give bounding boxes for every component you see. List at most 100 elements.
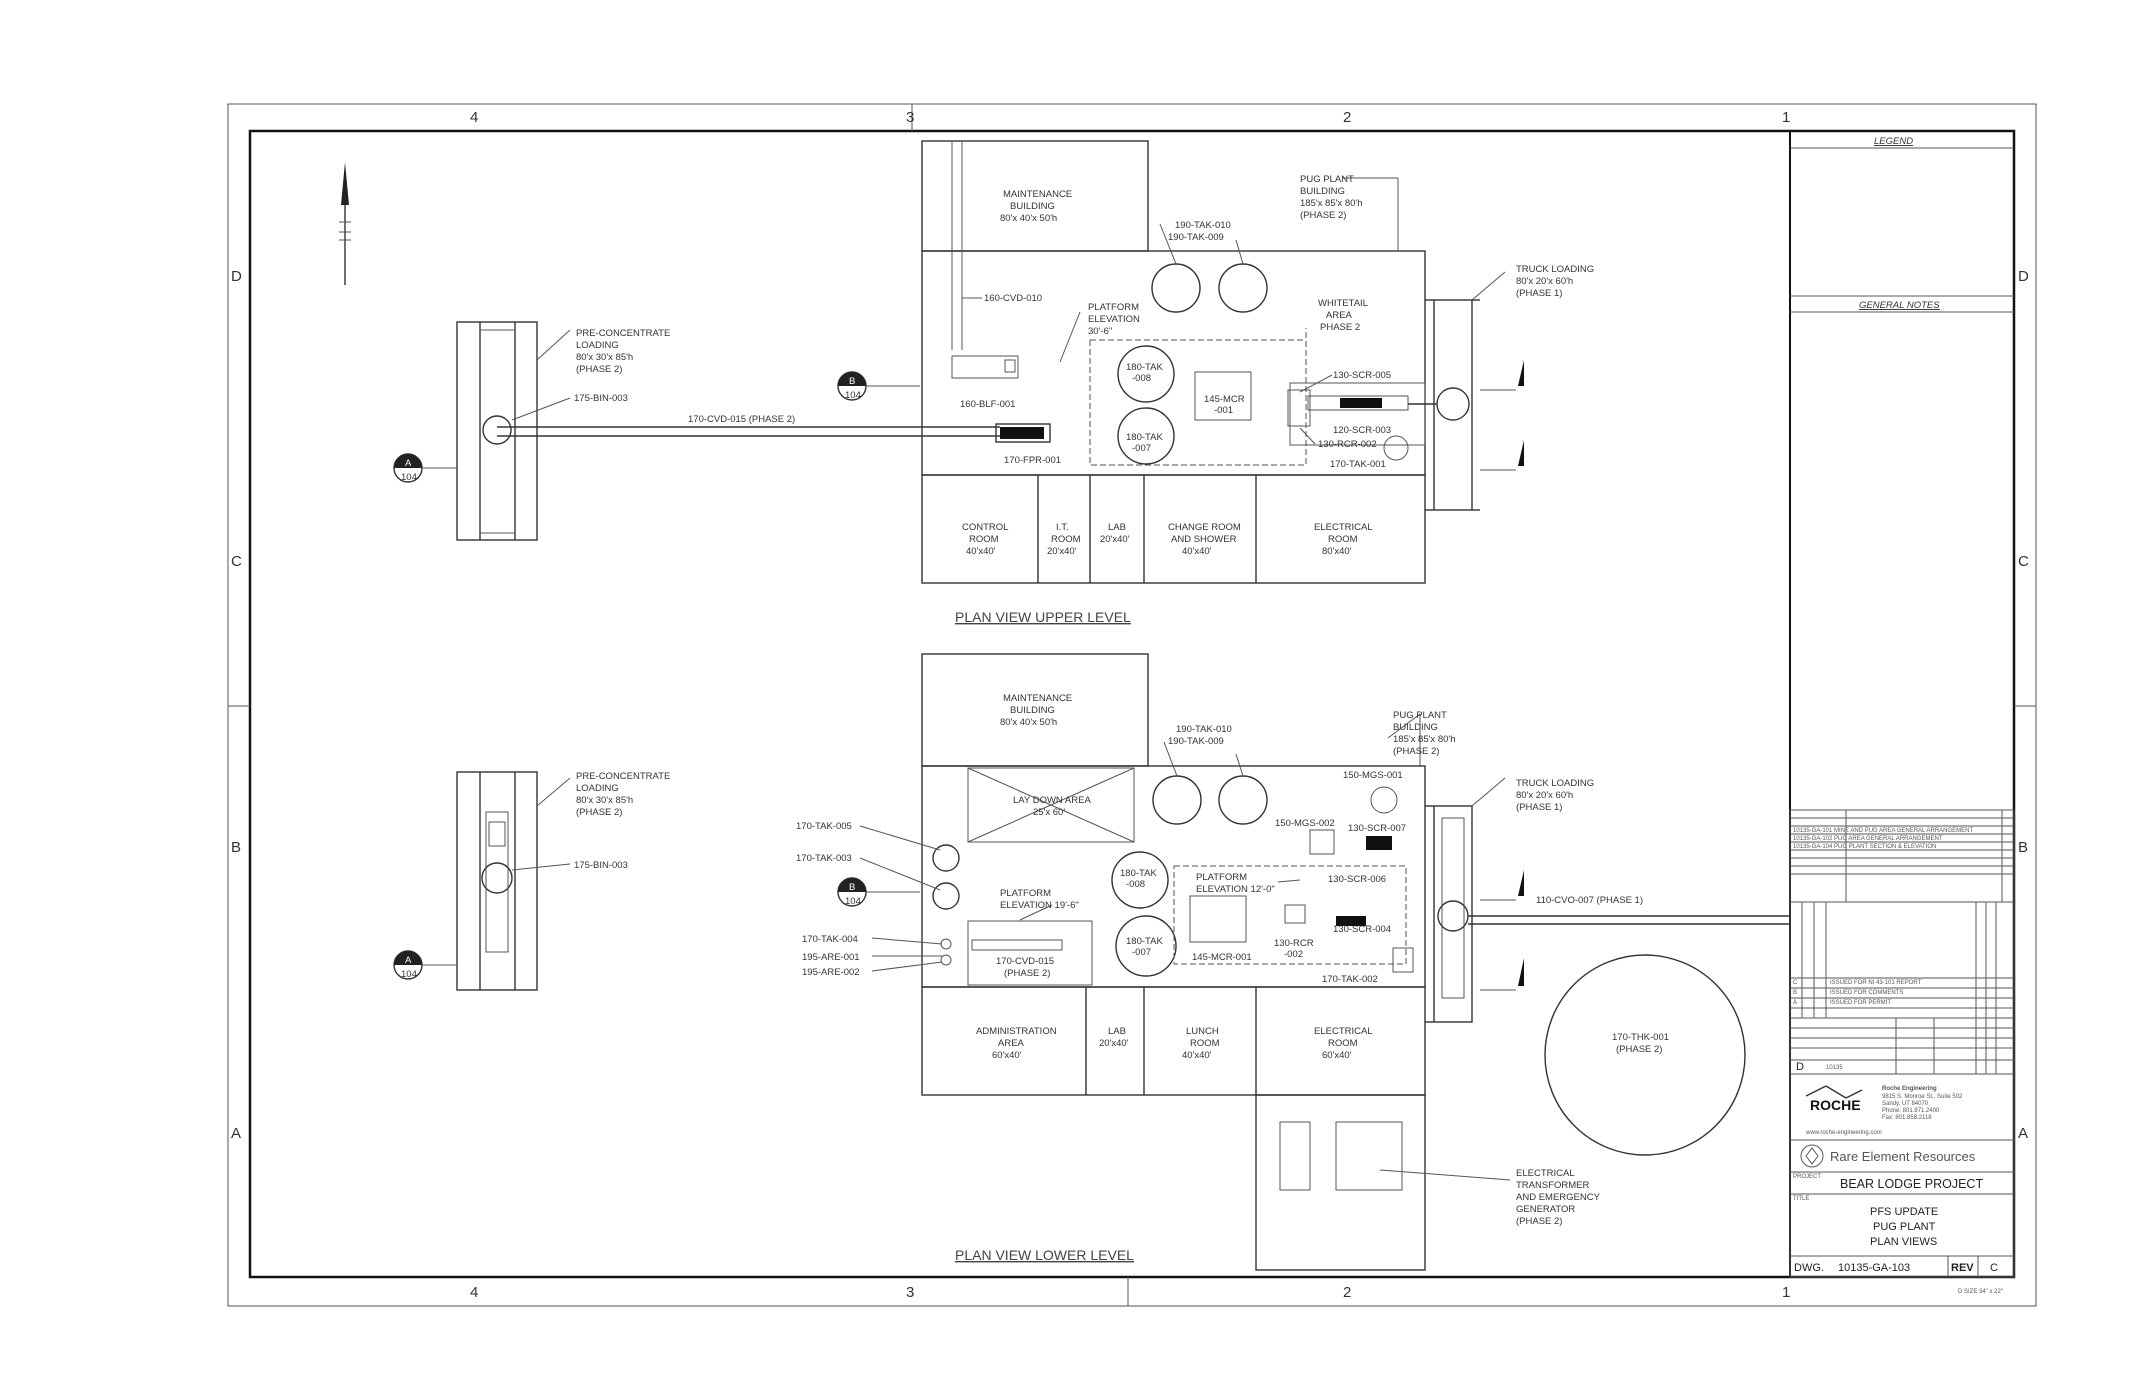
lower-room-electrical-3: 60'x40' [1322, 1050, 1352, 1061]
revision-c-description: ISSUED FOR NI 43-101 REPORT [1830, 980, 1922, 986]
rev-value: C [1990, 1262, 1998, 1274]
lower-section-mark-b [837, 877, 920, 907]
rev-label: REV [1951, 1262, 1974, 1274]
lower-tak-010-label: 190-TAK-010 [1176, 724, 1232, 735]
lower-tak-004-label: 170-TAK-004 [802, 934, 858, 945]
lower-are-002-label: 195-ARE-002 [802, 967, 860, 978]
upper-section-a-letter: A [405, 458, 412, 469]
lower-view-title: PLAN VIEW LOWER LEVEL [955, 1247, 1134, 1263]
upper-truck-loading [1408, 271, 1524, 511]
upper-scr-003-label: 120-SCR-003 [1333, 425, 1391, 436]
lower-cvd-015-label-1: 170-CVD-015 [996, 956, 1054, 967]
lower-tak-005-label: 170-TAK-005 [796, 821, 852, 832]
lower-mcr-001-label: 145-MCR-001 [1192, 952, 1252, 963]
grid-row-b-right: B [2018, 839, 2028, 856]
upper-maintenance-label-1: MAINTENANCE [1003, 189, 1072, 200]
upper-tak-007-label-1: 180-TAK [1126, 432, 1163, 443]
lower-truck-loading-label-2: 80'x 20'x 60'h [1516, 790, 1573, 801]
grid-col-3-top: 3 [906, 109, 914, 126]
lower-tak-008-label-2: -008 [1126, 879, 1145, 890]
revision-b-letter: B [1793, 990, 1797, 996]
upper-tak-008-label-1: 180-TAK [1126, 362, 1163, 373]
reference-drawing-3: 10135-GA-104 PUG PLANT SECTION & ELEVATI… [1793, 844, 1936, 850]
upper-view-title: PLAN VIEW UPPER LEVEL [955, 609, 1131, 625]
upper-tak-008-label-2: -008 [1132, 373, 1151, 384]
lower-plan: PRE-CONCENTRATE LOADING 80'x 30'x 85'h (… [393, 653, 1790, 1271]
lower-platform-label-1: PLATFORM [1000, 888, 1051, 899]
grid-col-4-bottom: 4 [470, 1284, 478, 1301]
lower-tak-007-label-2: -007 [1132, 947, 1151, 958]
upper-room-lab-1: LAB [1108, 522, 1126, 533]
inner-border [248, 129, 2016, 1279]
upper-pug-building-label-2: BUILDING [1300, 186, 1345, 197]
lower-bin-003 [481, 862, 513, 894]
upper-truck-loading-label-3: (PHASE 1) [1516, 288, 1562, 299]
upper-room-change-3: 40'x40' [1182, 546, 1212, 557]
upper-whitetail-label-2: AREA [1326, 310, 1353, 321]
grid-row-c-left: C [231, 553, 242, 570]
upper-maintenance-label-2: BUILDING [1010, 201, 1055, 212]
legend-heading: LEGEND [1874, 136, 1913, 147]
lower-pug-building-label-4: (PHASE 2) [1393, 746, 1439, 757]
lower-thickener-170-thk-001 [1544, 954, 1746, 1156]
upper-fpr-001-label: 170-FPR-001 [1004, 455, 1061, 466]
upper-whitetail-label-3: PHASE 2 [1320, 322, 1360, 333]
rare-element-logo-icon [1800, 1144, 1824, 1168]
lower-preconc-label-1: PRE-CONCENTRATE [576, 771, 670, 782]
upper-room-change-1: CHANGE ROOM [1168, 522, 1241, 533]
upper-truck-loading-label-2: 80'x 20'x 60'h [1516, 276, 1573, 287]
lower-thk-001-label-1: 170-THK-001 [1612, 1032, 1669, 1043]
grid-col-1-bottom: 1 [1782, 1284, 1790, 1301]
upper-cvd-010-label: 160-CVD-010 [984, 293, 1042, 304]
upper-conveyor-cvd-015 [497, 423, 1051, 443]
upper-bin-003-label: 175-BIN-003 [574, 393, 628, 404]
roche-logo: ROCHE [1810, 1097, 1861, 1113]
upper-room-electrical-3: 80'x40' [1322, 546, 1352, 557]
lower-electrical-gen-label-4: GENERATOR [1516, 1204, 1575, 1215]
lower-room-lunch-1: LUNCH [1186, 1026, 1219, 1037]
upper-mcr-001-label-2: -001 [1214, 405, 1233, 416]
upper-room-lab-2: 20'x40' [1100, 534, 1130, 545]
upper-plan: PRE-CONCENTRATE LOADING 80'x 30'x 85'h (… [393, 140, 1594, 625]
upper-room-strip [921, 474, 1426, 584]
upper-section-b-letter: B [849, 376, 855, 387]
upper-section-b-sheet: 104 [845, 390, 861, 401]
lower-scr-004-label: 130-SCR-004 [1333, 924, 1391, 935]
upper-bin-003 [482, 415, 512, 445]
lower-room-electrical-2: ROOM [1328, 1038, 1358, 1049]
lower-are-001-label: 195-ARE-001 [802, 952, 860, 963]
grid-row-b-left: B [231, 839, 241, 856]
lower-scr-006-label: 130-SCR-006 [1328, 874, 1386, 885]
grid-col-3-bottom: 3 [906, 1284, 914, 1301]
upper-section-mark-a [393, 453, 457, 483]
upper-scr-005-label: 130-SCR-005 [1333, 370, 1391, 381]
lower-truck-loading [1425, 777, 1790, 1023]
lower-tak-009-label: 190-TAK-009 [1168, 736, 1224, 747]
upper-preconc-label-3: 80'x 30'x 85'h [576, 352, 633, 363]
drawing-title-2: PUG PLANT [1873, 1221, 1936, 1233]
grid-col-2-bottom: 2 [1343, 1284, 1351, 1301]
company-website: www.roche-engineering.com [1805, 1130, 1882, 1136]
upper-tak-009-label: 190-TAK-009 [1168, 232, 1224, 243]
dwg-number: 10135-GA-103 [1838, 1262, 1910, 1274]
company-name: Roche Engineering [1882, 1086, 1937, 1092]
reference-drawing-2: 10135-GA-102 PUG AREA GENERAL ARRANGEMEN… [1793, 836, 1943, 842]
upper-tak-001-label: 170-TAK-001 [1330, 459, 1386, 470]
title-label: TITLE [1793, 1196, 1809, 1202]
lower-tak-002-label: 170-TAK-002 [1322, 974, 1378, 985]
upper-tak-010-label: 190-TAK-010 [1175, 220, 1231, 231]
lower-section-b-sheet: 104 [845, 896, 861, 907]
north-arrow-icon [339, 162, 351, 285]
upper-preconc-label-4: (PHASE 2) [576, 364, 622, 375]
upper-platform-label-2: ELEVATION [1088, 314, 1140, 325]
revision-c-letter: C [1793, 980, 1798, 986]
revision-a-description: ISSUED FOR PERMIT [1830, 1000, 1891, 1006]
company-address-2: Sandy, UT 84070 [1882, 1101, 1929, 1107]
upper-tak-007-label-2: -007 [1132, 443, 1151, 454]
lower-rcr-002-label-2: -002 [1284, 949, 1303, 960]
lower-room-admin-1: ADMINISTRATION [976, 1026, 1057, 1037]
upper-cvd-015-label: 170-CVD-015 (PHASE 2) [688, 414, 795, 425]
upper-mcr-001-label-1: 145-MCR [1204, 394, 1245, 405]
upper-room-control-1: CONTROL [962, 522, 1008, 533]
grid-col-1-top: 1 [1782, 109, 1790, 126]
